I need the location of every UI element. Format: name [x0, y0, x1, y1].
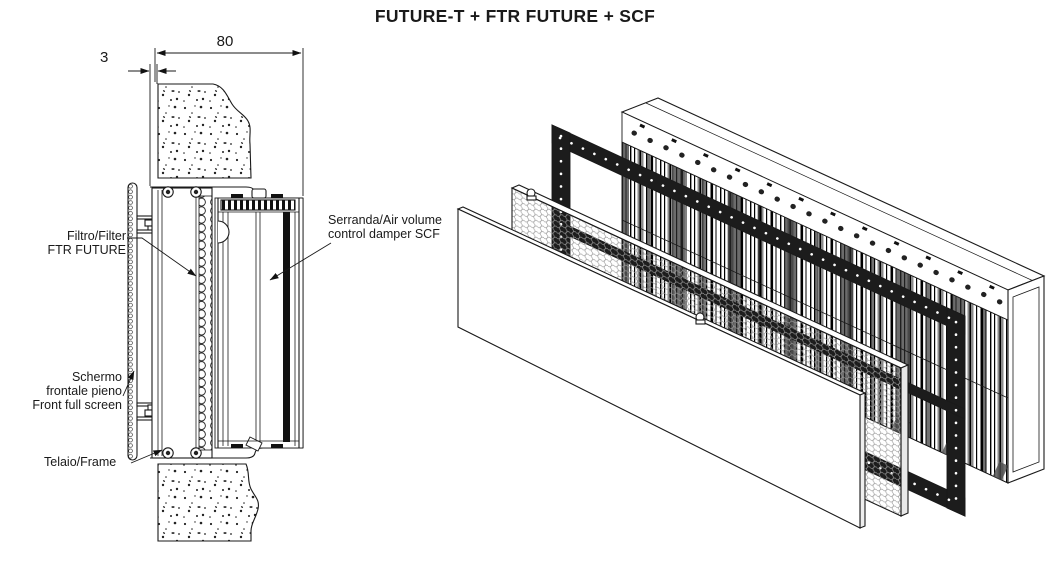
drawing-title: FUTURE-T + FTR FUTURE + SCF — [374, 6, 656, 26]
damper-label-line1: Serranda/Air volume — [328, 213, 442, 227]
roller-wheels — [162, 186, 202, 459]
front-screen-label-line2: frontale pieno — [46, 383, 122, 398]
dimension-80-value: 80 — [216, 33, 234, 50]
front-panel-3d — [456, 206, 867, 529]
frame-label-line1: Telaio/Frame — [44, 455, 117, 469]
dimension-80 — [154, 48, 304, 196]
front-screen-label: Schermo frontale pieno Front full screen — [18, 370, 122, 412]
isometric-view — [456, 97, 1046, 529]
wall-section-bottom — [157, 463, 259, 542]
damper-3d — [620, 97, 1046, 484]
front-screen-label-line1: Schermo — [71, 370, 122, 384]
frame-label: Telaio/Frame — [44, 455, 144, 470]
wall-section-top — [157, 83, 252, 179]
dimension-3-value: 3 — [100, 49, 109, 66]
damper-label-line2: control damper SCF — [328, 226, 440, 241]
damper-section — [214, 188, 304, 452]
front-screen-label-line3: Front full screen — [32, 397, 122, 412]
filter-media-section — [198, 195, 213, 451]
filter-label: Filtro/Filter FTR FUTURE — [28, 229, 126, 258]
damper-label: Serranda/Air volume control damper SCF — [328, 213, 468, 242]
dimension-3 — [128, 64, 176, 186]
leader-lines — [122, 237, 332, 464]
cross-section-view — [122, 48, 332, 542]
filter-label-line1: Filtro/Filter — [66, 229, 126, 243]
filter-label-line2: FTR FUTURE — [47, 242, 126, 257]
